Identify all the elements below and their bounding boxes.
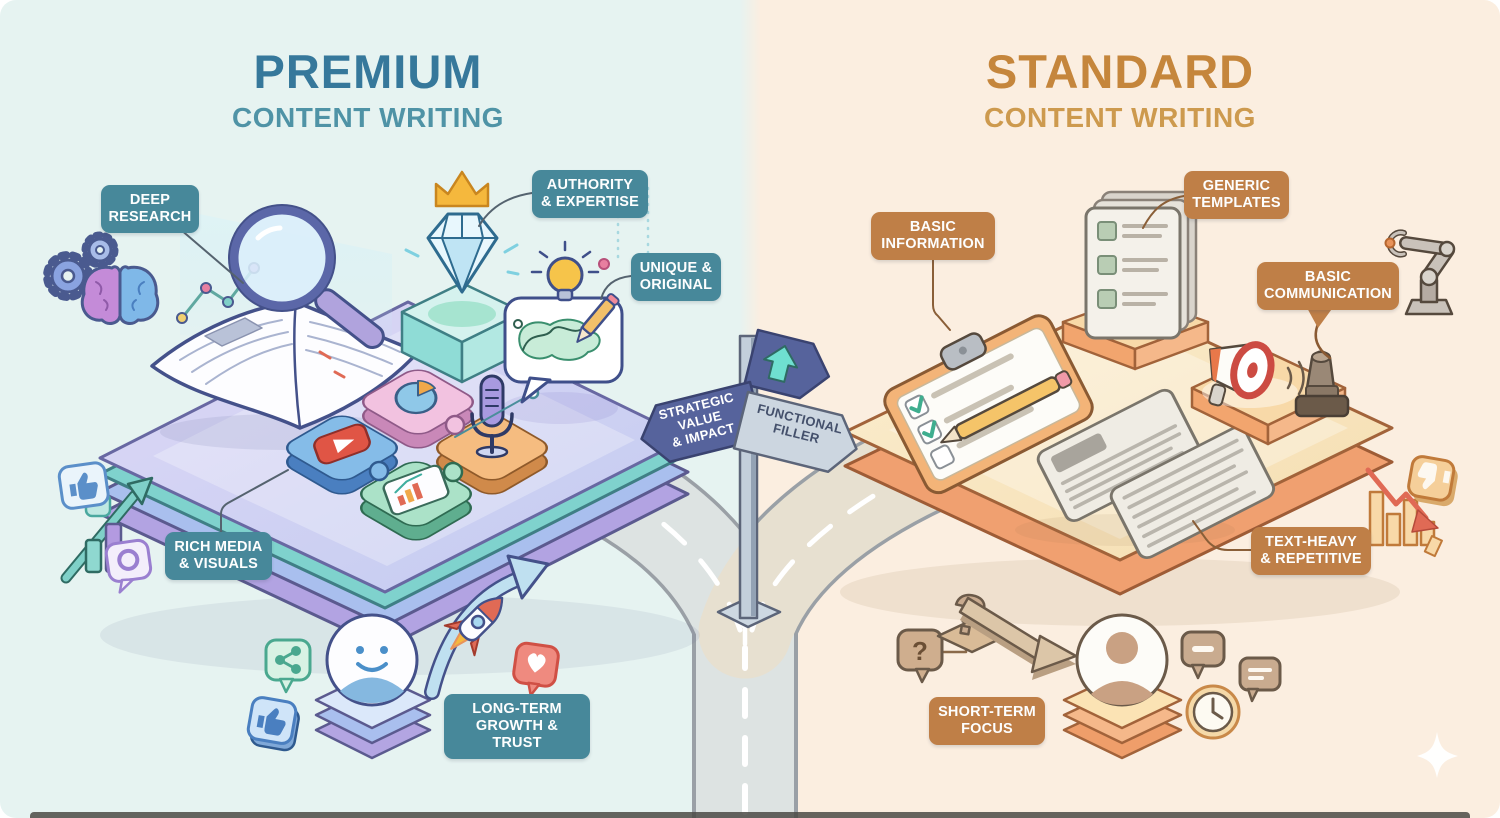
template-documents-icon: [1061, 190, 1210, 371]
trend-dots-icon: [176, 186, 650, 324]
badge-basic-information: BASIC INFORMATION: [871, 212, 995, 261]
badge-unique-original: UNIQUE & ORIGINAL: [631, 253, 721, 302]
smiley-avatar-icon: [314, 613, 432, 760]
question-bubble-icon: ?: [896, 628, 968, 684]
crown-icon: [434, 170, 490, 208]
badge-deep-research: DEEP RESEARCH: [101, 185, 199, 234]
sparkle-icon: [1417, 732, 1458, 778]
comment-bubble-icon: [104, 538, 153, 594]
flat-documents-icon: [1015, 388, 1276, 560]
up-arrow-icon: [763, 344, 799, 383]
robot-arm-icon: [1384, 229, 1456, 316]
badge-short-term-focus: SHORT-TERM FOCUS: [929, 697, 1045, 746]
clipboard-checklist-icon: [883, 314, 1094, 495]
clock-icon: [1185, 684, 1241, 740]
thumbs-up-bubble-icon: [57, 461, 112, 518]
minus-bubble-icon: [1180, 630, 1226, 680]
basic-communication-tail: [1306, 306, 1334, 328]
gears-icon: [43, 231, 119, 301]
svg-text:?: ?: [912, 636, 928, 666]
puzzle-pieces: [285, 369, 549, 541]
standard-title-block: STANDARD CONTENT WRITING: [920, 44, 1320, 134]
premium-subtitle: CONTENT WRITING: [232, 102, 504, 133]
pencil-icon: [576, 293, 620, 343]
share-bubble-icon: [264, 638, 312, 694]
puzzle-knob: [368, 460, 390, 482]
thumbs-down-bubble-icon: [1407, 455, 1458, 507]
pie-chart-puzzle-icon: [361, 369, 475, 449]
chat-bubble-icon: [1238, 656, 1282, 703]
brain-icon: [80, 265, 160, 325]
down-arrow-icon: [958, 596, 1078, 680]
premium-title: PREMIUM: [253, 45, 483, 98]
badge-long-term-growth: LONG-TERM GROWTH & TRUST: [444, 694, 590, 760]
lightbulb-icon: [530, 240, 600, 302]
badge-connectors: [179, 192, 1332, 551]
decline-chart-icon: [1365, 467, 1443, 558]
badge-text-heavy: TEXT-HEAVY & REPETITIVE: [1251, 527, 1371, 576]
puzzle-knob: [444, 414, 466, 436]
diamond-icon: [404, 212, 520, 294]
badge-rich-media-visuals: RICH MEDIA & VISUALS: [165, 532, 272, 581]
magnifier-icon: [228, 204, 385, 349]
pencil-icon: [940, 370, 1073, 444]
puzzle-knob: [442, 461, 464, 483]
megaphone-icon: [1208, 341, 1305, 407]
badge-authority-expertise: AUTHORITY & EXPERTISE: [532, 170, 648, 219]
avatar-icon: [1062, 613, 1183, 760]
heart-bubble-icon: [512, 641, 560, 697]
premium-title-block: PREMIUM CONTENT WRITING: [168, 44, 568, 134]
rocket-arrow-icon: [424, 554, 550, 700]
badge-basic-communication: BASIC COMMUNICATION: [1257, 262, 1399, 311]
sketch-bubble-icon: [454, 293, 624, 438]
badge-generic-templates: GENERIC TEMPLATES: [1184, 171, 1289, 220]
standard-subtitle: CONTENT WRITING: [984, 102, 1256, 133]
thumbs-up-icon: [246, 696, 300, 752]
bottom-edge-bar: [30, 812, 1470, 818]
play-video-puzzle-icon: [285, 415, 399, 495]
functional-filler-sign: [732, 390, 858, 473]
signpost: [640, 328, 858, 629]
standard-title: STANDARD: [985, 45, 1255, 98]
up-arrow-sign: [743, 328, 831, 400]
